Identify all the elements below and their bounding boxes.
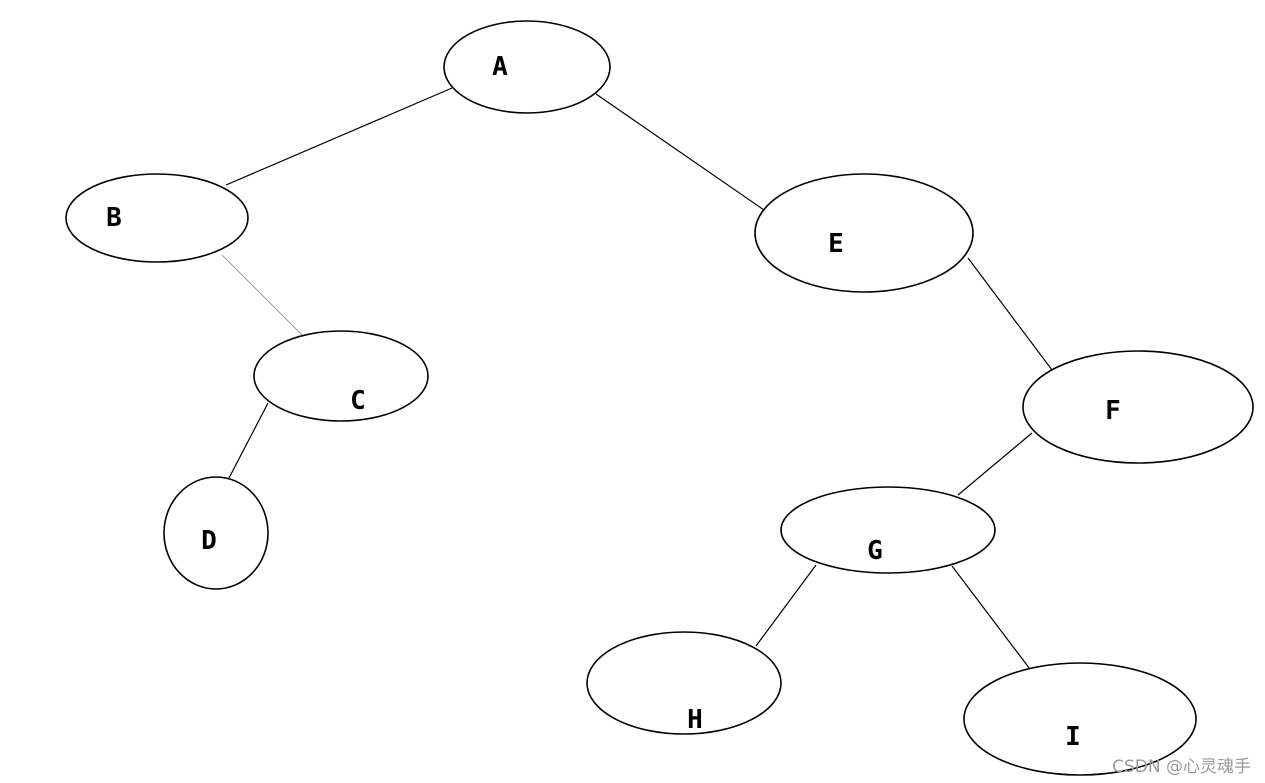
node-d-label: D <box>201 526 217 556</box>
node-f-ellipse <box>1022 350 1254 464</box>
node-a: A <box>443 20 611 114</box>
node-a-ellipse <box>443 20 611 114</box>
node-e: E <box>754 173 974 293</box>
edge-b-c <box>221 254 303 336</box>
node-a-label: A <box>492 52 508 82</box>
watermark-text: CSDN @心灵魂手 <box>1112 757 1251 777</box>
node-h-ellipse <box>586 631 782 735</box>
node-b-ellipse <box>65 173 249 263</box>
node-f: F <box>1022 350 1254 464</box>
node-h: H <box>586 631 782 735</box>
node-c-label: C <box>350 386 366 416</box>
node-i: I <box>963 662 1197 776</box>
edge-f-g <box>957 432 1033 496</box>
node-i-ellipse <box>963 662 1197 776</box>
edge-g-h <box>755 564 817 647</box>
node-b: B <box>65 173 249 263</box>
node-d: D <box>163 476 269 590</box>
node-f-label: F <box>1105 396 1121 426</box>
edges <box>221 87 1053 686</box>
node-b-label: B <box>106 203 122 233</box>
node-e-label: E <box>828 229 844 259</box>
node-i-label: I <box>1065 722 1081 752</box>
node-g-ellipse <box>780 486 996 574</box>
node-e-ellipse <box>754 173 974 293</box>
edge-a-e <box>595 93 765 211</box>
edge-g-i <box>951 565 1043 686</box>
node-c-ellipse <box>253 330 429 422</box>
edge-e-f <box>967 257 1053 371</box>
node-g: G <box>780 486 996 574</box>
node-h-label: H <box>687 705 703 735</box>
edge-a-b <box>225 87 453 186</box>
node-g-label: G <box>867 536 883 566</box>
edge-c-d <box>228 402 269 479</box>
node-d-ellipse <box>163 476 269 590</box>
node-c: C <box>253 330 429 422</box>
